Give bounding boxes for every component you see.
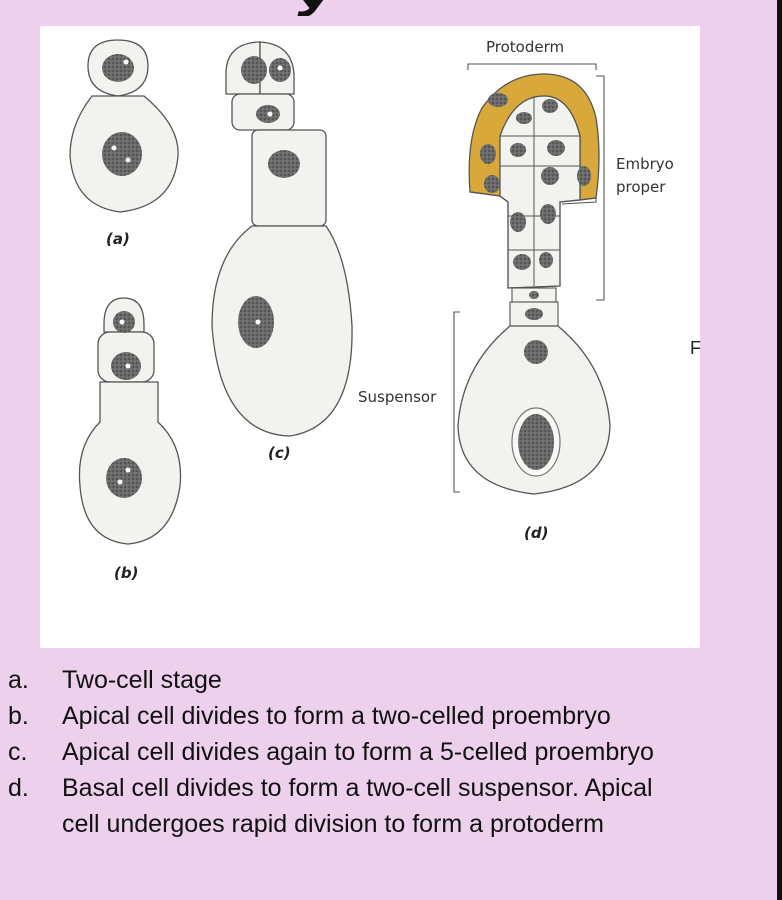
caption-text: Apical cell divides to form a two-celled… bbox=[62, 702, 611, 730]
embryo-proper-label-line1: Embryo bbox=[616, 155, 674, 173]
caption-text: Two-cell stage bbox=[62, 666, 222, 694]
stage-a-label: (a) bbox=[106, 230, 130, 248]
stage-c-label: (c) bbox=[268, 444, 291, 462]
stage-c-lower-cell bbox=[251, 129, 327, 227]
caption-marker: b. bbox=[8, 702, 29, 730]
stage-b-basal-nucleus bbox=[106, 458, 142, 498]
caption-item: c. Apical cell divides again to form a 5… bbox=[0, 734, 782, 770]
caption-marker: c. bbox=[8, 738, 28, 766]
protoderm-bracket bbox=[467, 63, 597, 70]
caption-item: b. Apical cell divides to form a two-cel… bbox=[0, 698, 782, 734]
embryo-development-figure: (a) (b) bbox=[40, 26, 700, 648]
right-edge-border bbox=[777, 0, 782, 900]
suspensor-label: Suspensor bbox=[358, 388, 437, 406]
stage-a-basal-nucleus bbox=[102, 132, 142, 176]
caption-text: Apical cell divides again to form a 5-ce… bbox=[62, 738, 654, 766]
stage-a-apical-nucleus bbox=[102, 54, 134, 82]
stage-c-diagram bbox=[211, 41, 353, 437]
caption-marker: d. bbox=[8, 774, 29, 802]
stage-b-label: (b) bbox=[114, 564, 138, 582]
caption-list: a. Two-cell stage b. Apical cell divides… bbox=[0, 662, 782, 842]
embryo-proper-bracket bbox=[596, 75, 605, 301]
stage-d-label: (d) bbox=[524, 524, 548, 542]
caption-item: a. Two-cell stage bbox=[0, 662, 782, 698]
caption-item: d. Basal cell divides to form a two-cell… bbox=[0, 770, 782, 842]
suspensor-bracket bbox=[453, 311, 460, 493]
caption-text-line2: cell undergoes rapid division to form a … bbox=[62, 810, 604, 838]
stage-a-diagram bbox=[69, 39, 179, 213]
caption-marker: a. bbox=[8, 666, 29, 694]
caption-text: Basal cell divides to form a two-cell su… bbox=[62, 774, 653, 802]
stage-d-diagram bbox=[453, 63, 611, 495]
stage-d-large-nucleus bbox=[518, 414, 554, 470]
stage-b-diagram bbox=[78, 297, 182, 545]
stray-letter: F bbox=[690, 338, 701, 358]
embryo-diagram-svg: (a) (b) bbox=[69, 38, 674, 582]
stage-c-basal-cell bbox=[211, 225, 353, 437]
protoderm-label: Protoderm bbox=[486, 38, 564, 56]
title-fragment bbox=[297, 0, 324, 16]
embryo-proper-label-line2: proper bbox=[616, 178, 666, 196]
